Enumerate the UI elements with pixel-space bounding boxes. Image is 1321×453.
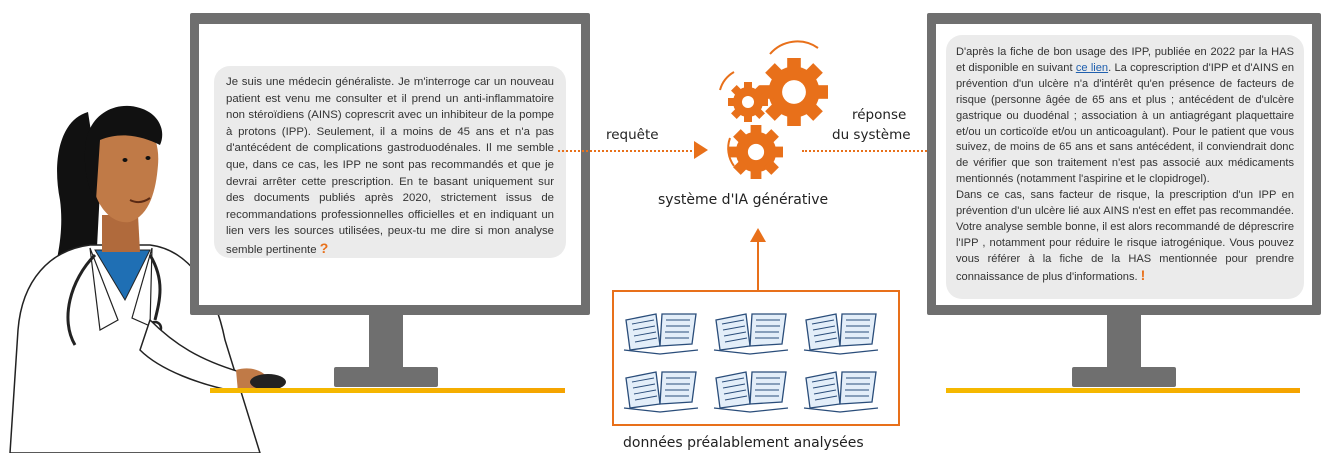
data-box [612, 290, 900, 426]
data-arrowhead-icon [750, 228, 766, 242]
response-label-line2: du système [832, 127, 911, 143]
question-text: Je suis une médecin généraliste. Je m'in… [226, 76, 554, 256]
open-book-icon [623, 313, 879, 413]
right-monitor-stand [1107, 315, 1141, 367]
right-monitor-base [1072, 367, 1176, 387]
response-label-line1: réponse [852, 107, 907, 123]
response-bubble: D'après la fiche de bon usage des IPP, p… [946, 35, 1304, 299]
request-arrowhead-icon [694, 141, 708, 159]
request-label: requête [606, 127, 659, 143]
response-p1-end: . La coprescription d'IPP et d'AINS en p… [956, 61, 1294, 186]
gears-icon [719, 40, 828, 179]
response-p2: Dans ce cas, sans facteur de risque, la … [956, 189, 1294, 283]
response-p1-start: D'après la fiche de bon usage des IPP, p… [956, 46, 1294, 74]
left-monitor-base [334, 367, 438, 387]
source-link[interactable]: ce lien [1075, 61, 1109, 74]
question-bubble: Je suis une médecin généraliste. Je m'in… [214, 66, 566, 258]
system-label: système d'IA générative [658, 192, 829, 208]
left-desk [210, 388, 565, 393]
right-desk [946, 388, 1300, 393]
data-arrow-line [757, 238, 759, 290]
question-mark-icon: ? [319, 239, 329, 256]
left-monitor-stand [369, 315, 403, 367]
request-arrow-line [558, 150, 696, 152]
response-arrow-line [802, 150, 934, 152]
exclamation-icon: ! [1140, 266, 1146, 283]
data-label: données préalablement analysées [623, 435, 864, 451]
